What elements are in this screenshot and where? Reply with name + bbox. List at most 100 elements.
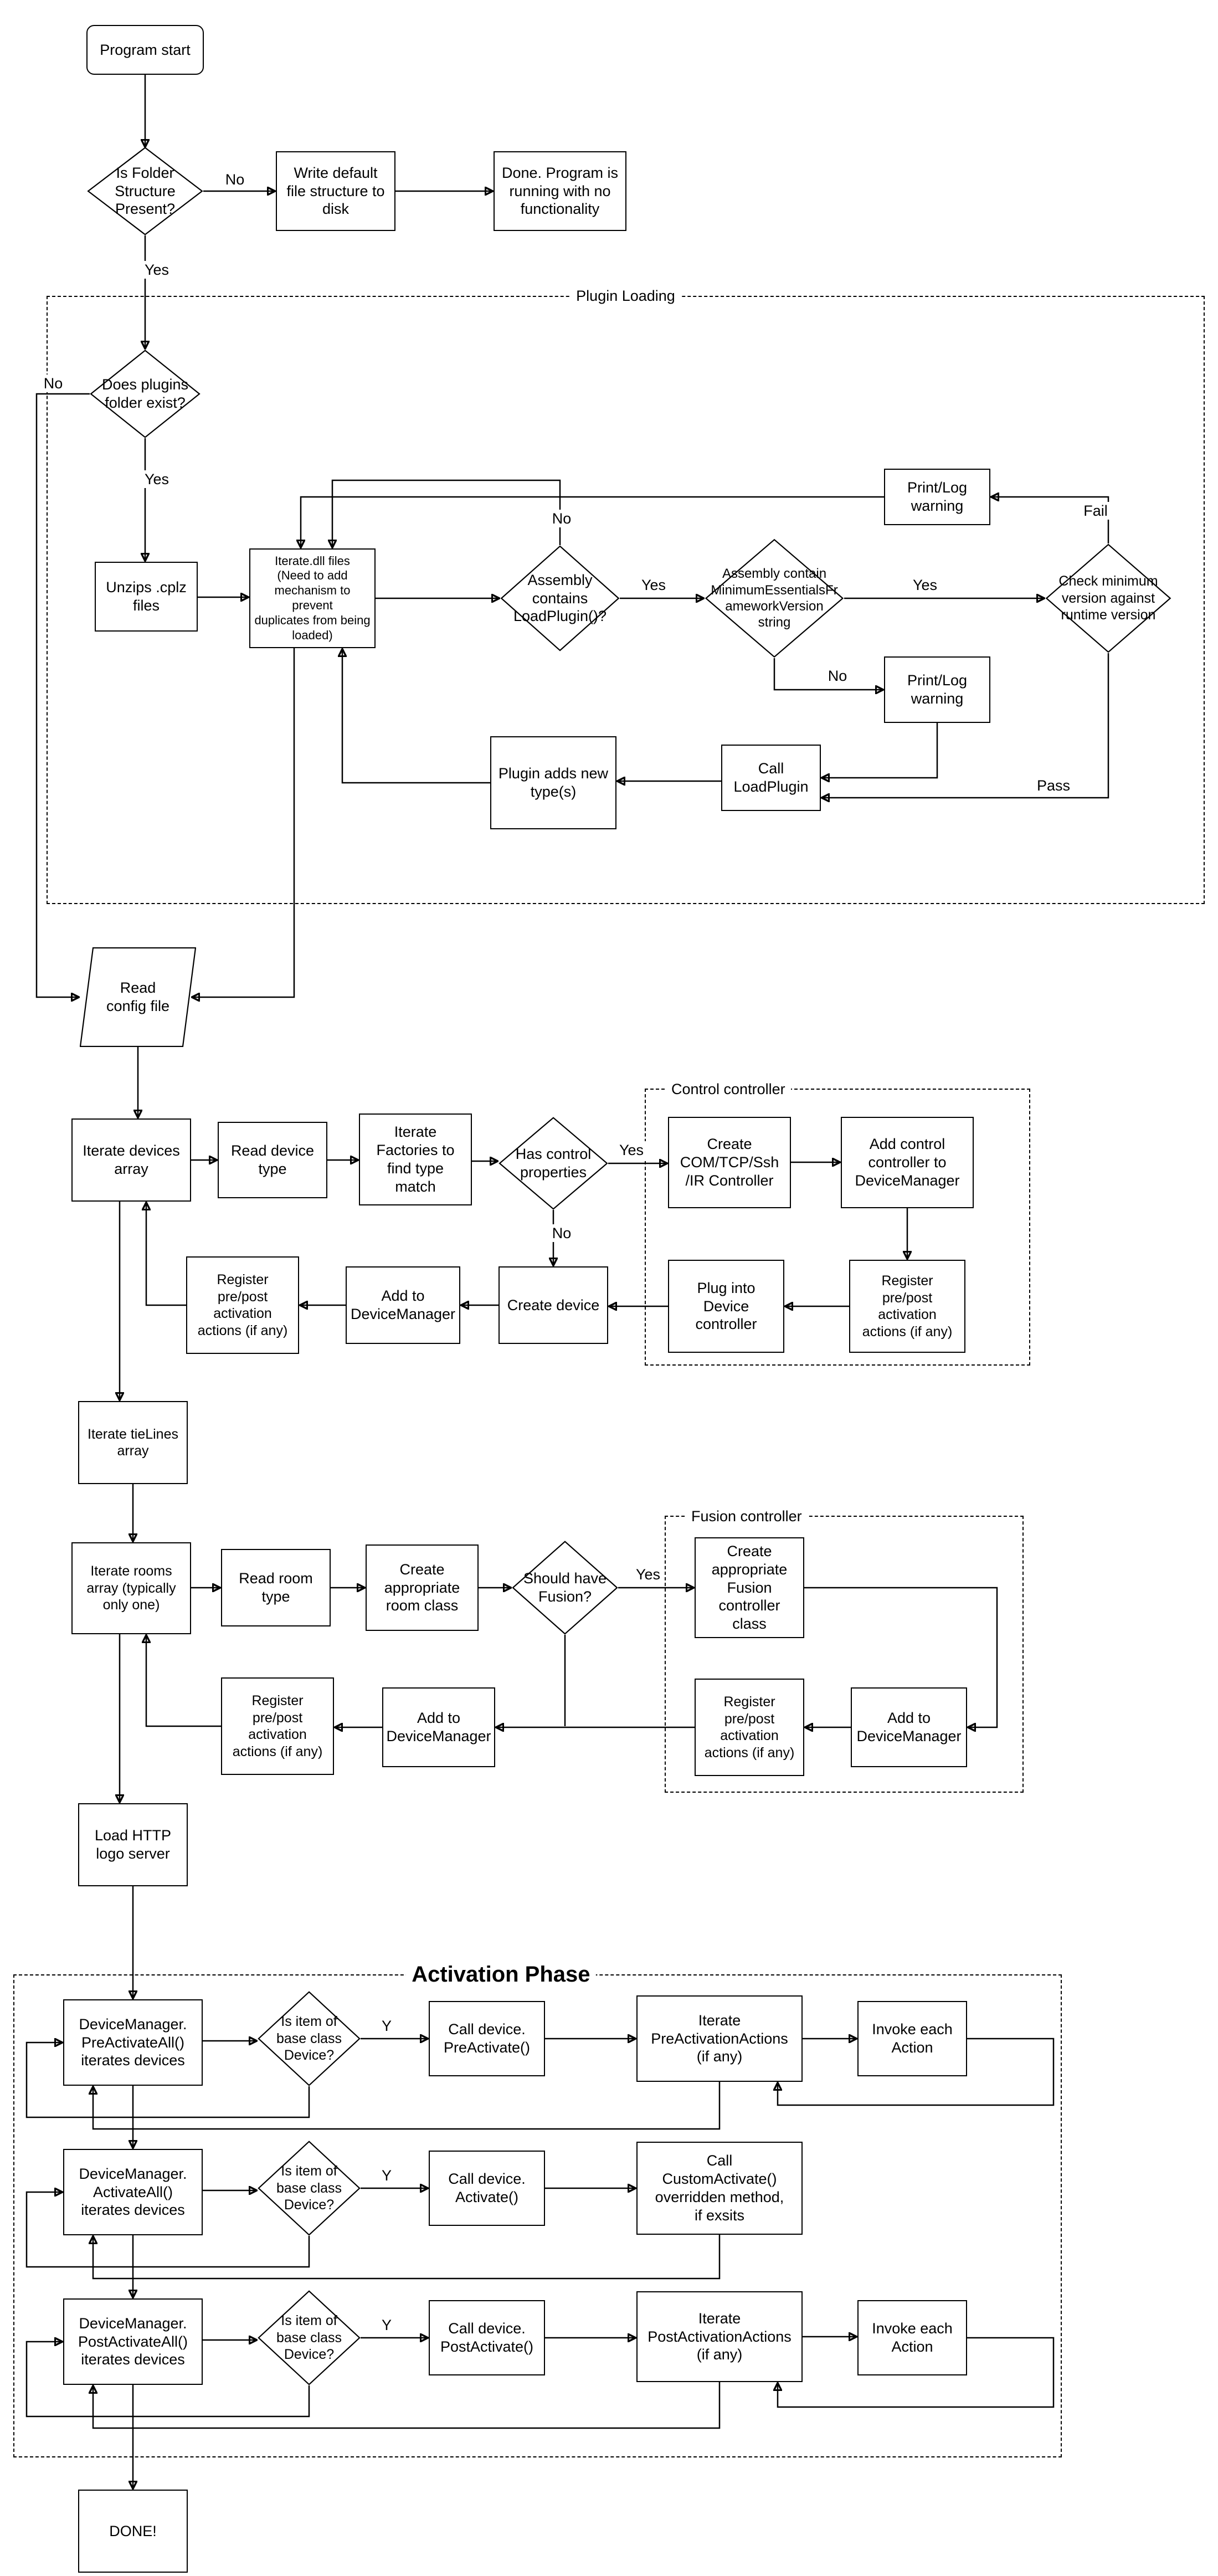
group-plugin-loading-label: Plugin Loading [571, 287, 681, 305]
node-register-actions-controller: Register pre/post activation actions (if… [849, 1260, 965, 1353]
node-activate-all: DeviceManager. ActivateAll() iterates de… [63, 2149, 203, 2235]
node-iterate-factories: Iterate Factories to find type match [359, 1113, 472, 1205]
group-plugin-loading: Plugin Loading [47, 287, 1205, 904]
decision-assembly-minversion: Assembly contain MinimumEssentialsFr ame… [705, 538, 844, 658]
edge-label-version-fail: Fail [1080, 502, 1111, 520]
edge-device2-n-loop [25, 2192, 310, 2268]
edge-label-control-yes: Yes [615, 1141, 647, 1159]
node-postactivate-all: DeviceManager. PostActivateAll() iterate… [63, 2298, 203, 2385]
edge-label-plugins-yes: Yes [141, 470, 173, 488]
edge-label-minversion-yes: Yes [909, 576, 941, 594]
node-create-controller: Create COM/TCP/Ssh /IR Controller [668, 1117, 791, 1208]
node-iterate-postactivation-actions: Iterate PostActivationActions (if any) [636, 2291, 803, 2382]
node-call-postactivate: Call device. PostActivate() [429, 2300, 545, 2375]
node-add-device-to-dm: Add to DeviceManager [346, 1266, 460, 1344]
node-register-actions-fusion: Register pre/post activation actions (if… [695, 1679, 804, 1776]
diamond-icon [258, 2141, 361, 2236]
node-write-default-structure: Write default file structure to disk [276, 151, 395, 231]
decision-has-control-props: Has control properties [498, 1117, 608, 1210]
edge-label-minversion-no: No [824, 667, 851, 685]
node-call-loadplugin: Call LoadPlugin [721, 745, 821, 811]
edge-preactions-done-loop [93, 2082, 721, 2130]
edge-invoke2-loop [778, 2337, 1055, 2408]
decision-base-device-3: Is item of base class Device? [258, 2290, 361, 2385]
decision-base-device-2: Is item of base class Device? [258, 2141, 361, 2236]
group-activation-phase-label: Activation Phase [406, 1962, 596, 1987]
edge-postactions-done-loop [93, 2382, 721, 2429]
node-iterate-tielines: Iterate tieLines array [78, 1401, 188, 1484]
node-register-actions-device: Register pre/post activation actions (if… [186, 1256, 299, 1354]
edge-label-device3-y: Y [378, 2316, 395, 2334]
parallelogram-icon [80, 947, 196, 1047]
edge-device3-n-loop [25, 2342, 310, 2418]
node-load-http-logo-server: Load HTTP logo server [78, 1803, 188, 1886]
diamond-icon [258, 1991, 361, 2086]
decision-plugins-folder: Does plugins folder exist? [90, 350, 201, 438]
edge-minversion-no-to-warning [773, 658, 883, 690]
edge-plugin-adds-to-iterate-dll [342, 649, 490, 784]
node-read-device-type: Read device type [218, 1122, 327, 1198]
node-invoke-each-action-1: Invoke each Action [857, 2001, 967, 2076]
edge-label-folder-yes: Yes [141, 261, 173, 279]
edge-register-loop-to-iterate-devices [146, 1203, 186, 1306]
node-done-no-functionality: Done. Program is running with no functio… [494, 151, 626, 231]
node-iterate-preactivation-actions: Iterate PreActivationActions (if any) [636, 1995, 803, 2082]
decision-check-min-version: Check minimum version against runtime ve… [1045, 543, 1171, 653]
decision-base-device-1: Is item of base class Device? [258, 1991, 361, 2086]
node-iterate-devices: Iterate devices array [71, 1118, 191, 1202]
diamond-icon [500, 545, 620, 651]
edge-device1-n-loop [25, 2043, 310, 2118]
group-control-controller-label: Control controller [666, 1080, 791, 1098]
node-print-warning-nostring: Print/Log warning [884, 656, 990, 723]
node-create-fusion-controller: Create appropriate Fusion controller cla… [695, 1537, 804, 1638]
edge-label-fusion-yes: Yes [632, 1566, 664, 1583]
group-fusion-controller-label: Fusion controller [686, 1507, 808, 1525]
edge-label-assembly-no: No [548, 510, 575, 527]
node-iterate-rooms: Iterate rooms array (typically only one) [71, 1542, 191, 1634]
edge-label-folder-no: No [222, 171, 248, 188]
edge-label-device2-y: Y [378, 2167, 395, 2184]
diamond-icon [498, 1117, 608, 1210]
group-control-controller: Control controller [645, 1080, 1030, 1366]
edge-iterate-dll-to-read-config [192, 648, 295, 997]
node-register-actions-room: Register pre/post activation actions (if… [221, 1677, 334, 1775]
node-call-custom-activate: Call CustomActivate() overridden method,… [636, 2142, 803, 2235]
diamond-icon [705, 538, 844, 658]
edge-invoke1-loop [778, 2038, 1055, 2106]
node-plugin-adds-types: Plugin adds new type(s) [490, 736, 616, 829]
node-create-room-class: Create appropriate room class [366, 1544, 479, 1631]
node-add-control-to-dm: Add control controller to DeviceManager [841, 1117, 974, 1208]
edge-label-version-pass: Pass [1033, 777, 1074, 794]
node-invoke-each-action-2: Invoke each Action [857, 2300, 967, 2375]
node-read-room-type: Read room type [221, 1549, 331, 1626]
edge-label-device1-y: Y [378, 2017, 395, 2035]
io-read-config-file: Read config file [80, 947, 196, 1047]
decision-assembly-loadplugin: Assembly contains LoadPlugin()? [500, 545, 620, 651]
decision-should-have-fusion: Should have Fusion? [512, 1541, 618, 1635]
edge-register-loop-to-iterate-rooms [146, 1635, 221, 1727]
node-call-preactivate: Call device. PreActivate() [429, 2001, 545, 2076]
edge-version-pass-to-call-loadplugin [822, 653, 1109, 798]
group-activation-phase: Activation Phase [13, 1962, 1062, 2457]
edge-warning-to-iterate-dll [301, 496, 884, 547]
edge-plugins-no-to-read-config [35, 393, 90, 997]
edge-label-assembly-yes: Yes [638, 576, 670, 594]
node-iterate-dll: Iterate.dll files (Need to add mechanism… [249, 548, 376, 648]
diamond-icon [1045, 543, 1171, 653]
edge-create-fusion-to-add-dm [804, 1587, 998, 1727]
node-plug-into-device-controller: Plug into Device controller [668, 1260, 784, 1353]
node-call-activate: Call device. Activate() [429, 2151, 545, 2226]
node-unzip-cplz: Unzips .cplz files [95, 562, 198, 632]
decision-folder-structure: Is Folder Structure Present? [87, 147, 203, 235]
diamond-icon [90, 350, 201, 438]
edge-label-control-no: No [548, 1224, 575, 1242]
node-add-room-to-dm: Add to DeviceManager [382, 1687, 495, 1767]
diamond-icon [512, 1541, 618, 1635]
node-preactivate-all: DeviceManager. PreActivateAll() iterates… [63, 1999, 203, 2086]
node-add-fusion-to-dm: Add to DeviceManager [851, 1687, 967, 1767]
node-program-start: Program start [86, 25, 204, 75]
node-create-device: Create device [498, 1266, 608, 1344]
edge-assembly-no-loop [332, 479, 561, 547]
